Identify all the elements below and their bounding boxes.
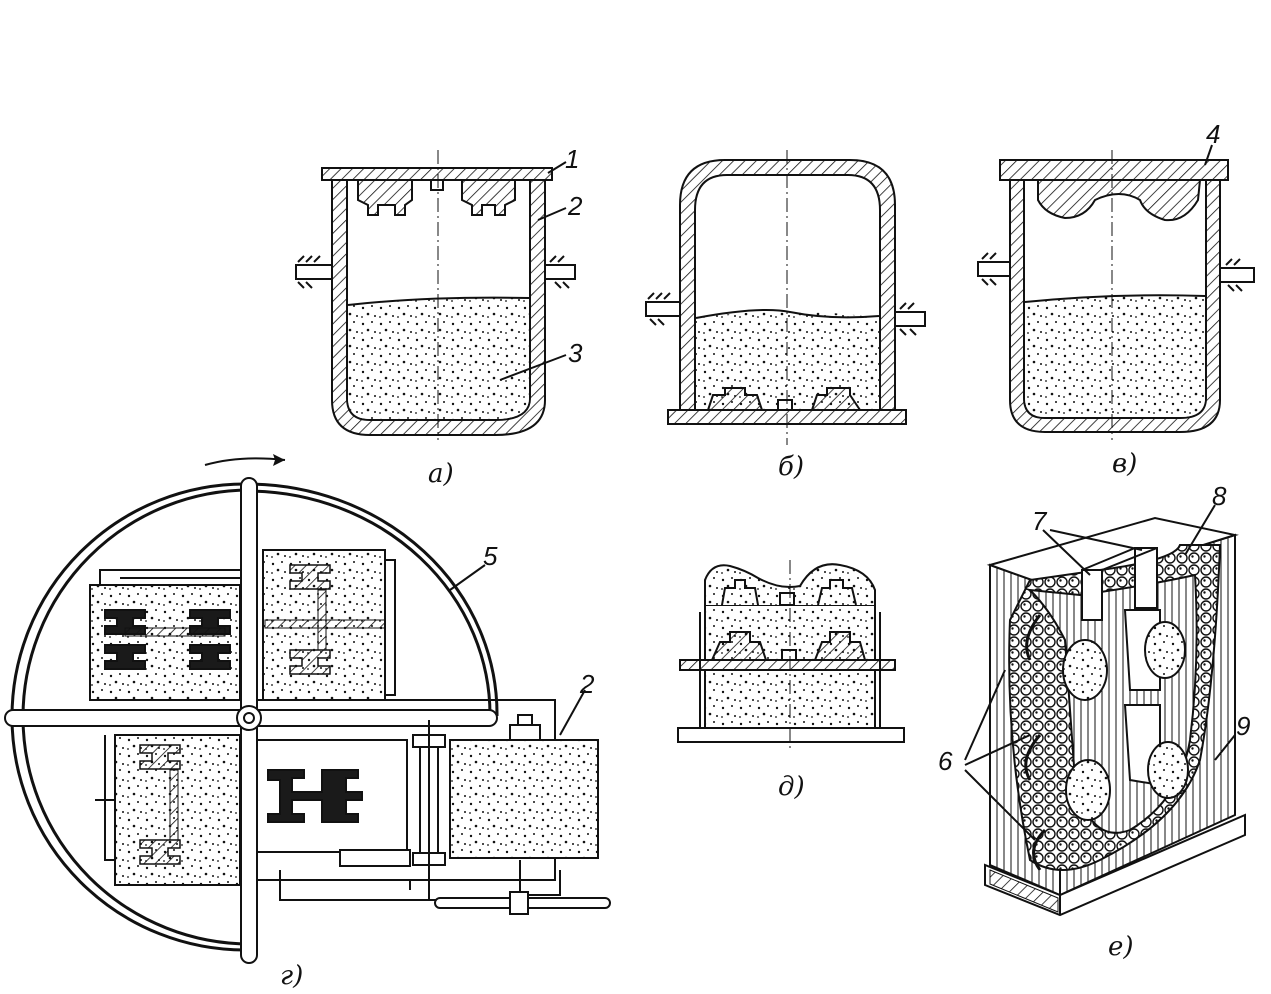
callout-2: 2 [567,191,583,221]
pattern-left [706,387,764,411]
trunnion-right [1219,267,1255,283]
pattern-left [710,631,768,661]
panel-v-diagram: 4 в) [977,119,1255,479]
callout-5: 5 [483,541,498,571]
guard-ring-top [244,482,499,717]
panel-b-diagram: б) [645,150,926,482]
panel-d-diagram: д) [677,560,905,802]
sand-cap [705,564,875,605]
cavity-round-4 [1147,741,1189,799]
callout-2-machine: 2 [579,669,595,699]
rotation-arrow-icon [204,457,286,466]
callout-4: 4 [1206,119,1220,149]
callout-7: 7 [1032,506,1048,536]
sand-flask-2 [450,740,598,858]
panel-b-label: б) [778,452,804,482]
panel-g-label: г) [280,961,303,991]
sand-mold-top [1037,179,1202,222]
base-plate [677,727,905,743]
pattern-left [357,179,413,216]
trunnion-left [645,301,681,317]
panel-v-label: в) [1112,449,1137,479]
flask-top-left [90,585,240,700]
model-plate [321,167,553,181]
heating-tubes [1024,614,1047,871]
model-plate [999,159,1229,181]
callout-8: 8 [1212,481,1227,511]
sand-fill [1025,295,1205,417]
trunnion-right [544,264,576,280]
sprue-channel [1081,569,1103,621]
callout-6: 6 [938,746,953,776]
trunnion-left [977,261,1011,277]
pattern-right [813,631,867,661]
panel-a-diagram: 1 2 3 а) [295,144,583,489]
cavity-round-2 [1144,621,1186,679]
model-plate [679,659,896,671]
flask-wall [679,159,896,411]
trunnion-left [295,264,333,280]
cavity-round-1 [1062,639,1108,701]
pattern-right [810,387,862,411]
cavity-round-3 [1065,759,1111,821]
pattern-dark [267,769,363,823]
panel-e-diagram: 7 8 9 6 е) [938,481,1250,962]
callout-1: 1 [565,144,579,174]
callout-9: 9 [1236,711,1250,741]
trunnion-right [894,311,926,327]
panel-a-label: а) [428,459,454,489]
panel-g-diagram: 5 2 г) [4,454,611,991]
sand-fill [348,297,529,419]
pattern-right [461,179,516,216]
panel-e-label: е) [1108,932,1134,962]
callout-3: 3 [568,338,583,368]
panel-d-label: д) [778,772,805,802]
